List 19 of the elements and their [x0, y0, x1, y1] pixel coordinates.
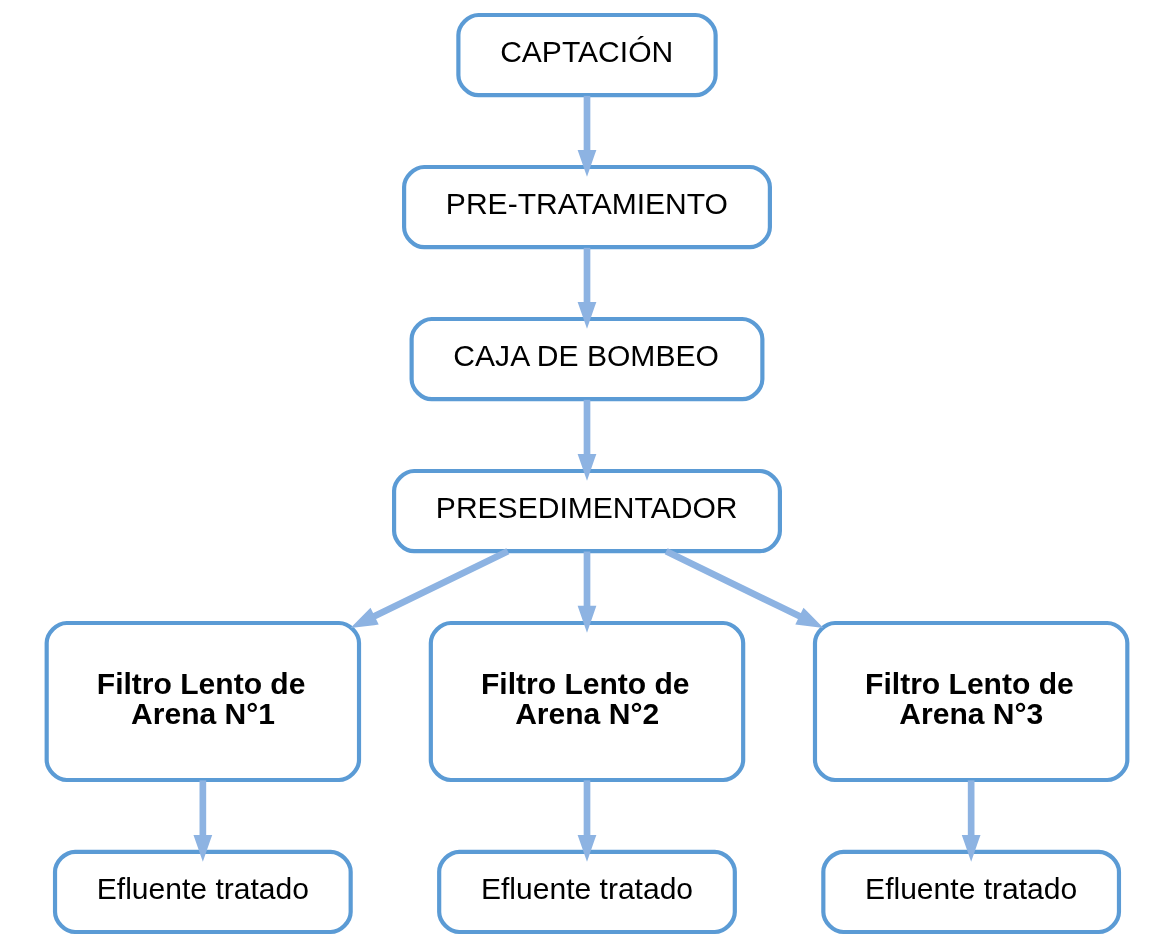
- node-box: Filtro Lento de Arena N°3: [812, 620, 1129, 783]
- arrow: [577, 247, 596, 329]
- arrow: [577, 551, 596, 633]
- arrow: [192, 780, 212, 862]
- node-box: Efluente tratado: [436, 849, 737, 935]
- arrow: [577, 399, 596, 481]
- arrow: [577, 95, 596, 177]
- node-box: PRESEDIMENTADOR: [391, 468, 782, 554]
- node-box: CAJA DE BOMBEO: [409, 316, 764, 402]
- arrow: [961, 780, 981, 862]
- arrow: [350, 548, 509, 628]
- arrow: [577, 780, 596, 862]
- node-box: Filtro Lento de Arena N°2: [428, 620, 745, 783]
- node-box: Efluente tratado: [52, 849, 353, 935]
- node-box: Filtro Lento de Arena N°1: [44, 620, 361, 783]
- node-box: CAPTACIÓN: [455, 12, 718, 98]
- node-box: PRE-TRATAMIENTO: [401, 164, 772, 250]
- node-box: Efluente tratado: [820, 849, 1121, 935]
- arrow: [664, 548, 823, 628]
